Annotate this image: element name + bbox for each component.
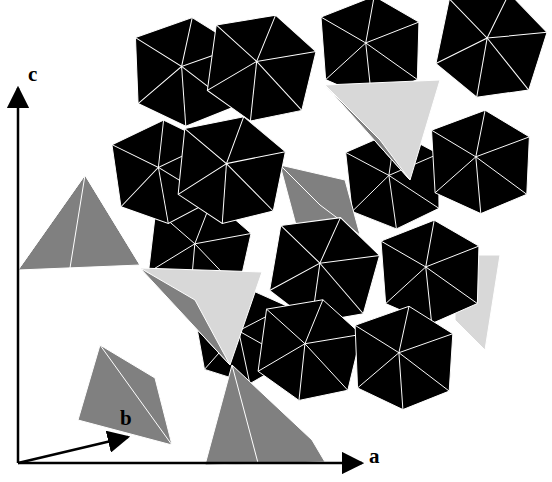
axis-label: a (369, 446, 380, 467)
axis-label: b (120, 408, 132, 429)
axis-label: c (28, 64, 37, 85)
